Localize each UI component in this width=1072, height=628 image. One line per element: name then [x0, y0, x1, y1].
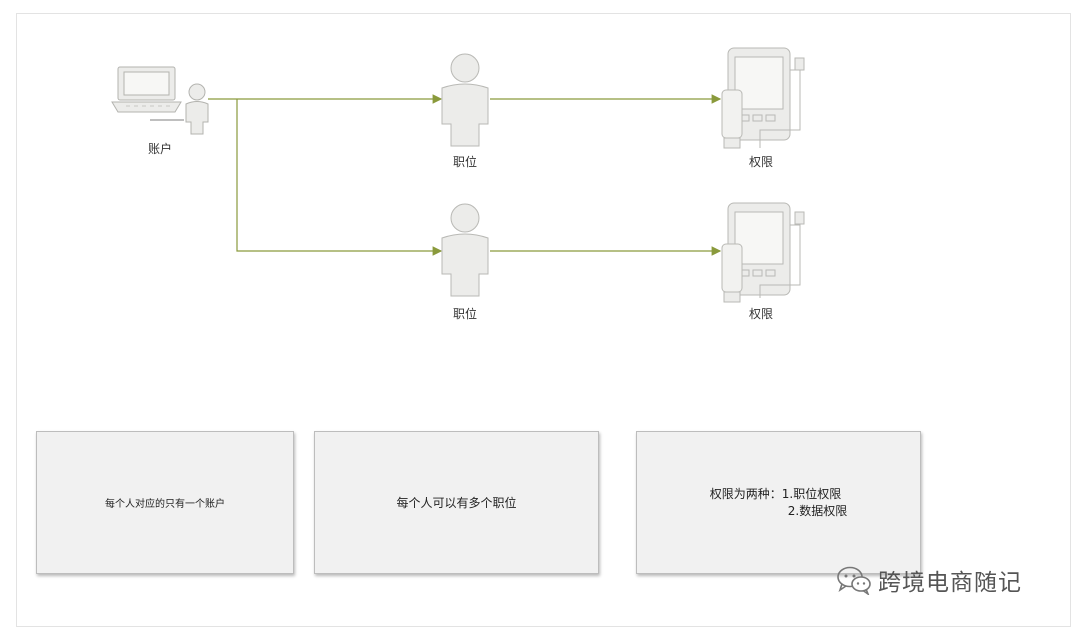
position-label-1: 职位	[452, 155, 477, 169]
note-account: 每个人对应的只有一个账户	[36, 431, 294, 574]
note-permission-line2: 2.数据权限	[787, 503, 848, 518]
laptop-icon	[111, 66, 184, 121]
permission-label-1: 权限	[748, 155, 773, 169]
note-position-text: 每个人可以有多个职位	[396, 496, 517, 510]
position-person-icon-2	[441, 203, 489, 297]
position-label-2: 职位	[452, 307, 477, 321]
account-person-icon	[185, 83, 209, 135]
note-account-text: 每个人对应的只有一个账户	[105, 499, 225, 510]
permission-device-icon-1	[721, 47, 805, 149]
note-permission-line1: 权限为两种：1.职位权限	[709, 486, 842, 501]
account-label: 账户	[147, 142, 172, 156]
connector-account-position-2	[236, 99, 443, 256]
position-person-icon-1	[441, 53, 489, 147]
note-permission-text: 权限为两种：1.职位权限 2.数据权限	[710, 486, 847, 520]
note-permission: 权限为两种：1.职位权限 2.数据权限	[636, 431, 921, 574]
permission-label-2: 权限	[748, 307, 773, 321]
connectors	[208, 94, 722, 256]
wechat-icon	[837, 566, 871, 595]
watermark: 跨境电商随记	[836, 560, 1022, 600]
note-position: 每个人可以有多个职位	[314, 431, 599, 574]
permission-device-icon-2	[721, 202, 805, 303]
watermark-text: 跨境电商随记	[878, 570, 1022, 596]
